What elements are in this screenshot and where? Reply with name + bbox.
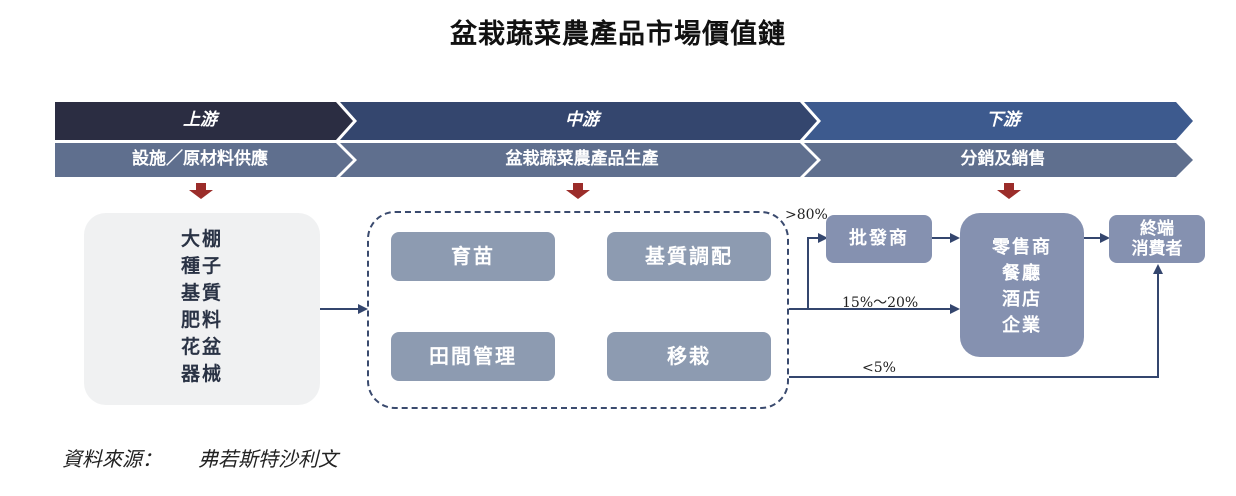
flow-arrow-direct-to-consumer — [789, 264, 1163, 378]
share-direct-label: <5% — [862, 360, 896, 376]
production-step: 育苗 — [391, 232, 555, 281]
upstream-sub-chevron — [55, 143, 353, 177]
upstream-chevron — [55, 102, 353, 140]
source-note: 資料來源： 弗若斯特沙利文 — [62, 443, 374, 472]
sub-label-upstream: 設施／原材料供應 — [132, 149, 268, 169]
consumer-label-line: 終端 — [1140, 219, 1174, 239]
upstream-item: 花盆 — [180, 336, 223, 358]
sub-label-downstream: 分銷及銷售 — [960, 149, 1046, 169]
flow-arrow-to-wholesaler — [807, 233, 828, 309]
consumer-label-line: 消費者 — [1131, 239, 1183, 259]
retail-item: 餐廳 — [1002, 263, 1042, 284]
production-step: 基質調配 — [607, 232, 771, 281]
upstream-item-list: 大棚 種子 基質 肥料 花盆 器械 — [84, 226, 320, 388]
down-arrow-icon — [997, 183, 1021, 199]
retail-item: 企業 — [1002, 315, 1042, 336]
upstream-item: 種子 — [180, 255, 223, 277]
share-retail-label: 15%～20% — [842, 295, 919, 311]
production-group — [367, 211, 789, 409]
production-step: 移栽 — [607, 332, 771, 381]
midstream-chevron — [340, 102, 817, 140]
consumer-box: 終端 消費者 — [1109, 215, 1205, 263]
page-title: 盆栽蔬菜農產品市場價值鏈 — [450, 19, 786, 50]
production-step: 田間管理 — [391, 332, 555, 381]
downstream-sub-chevron — [804, 143, 1193, 177]
source-label: 資料來源： — [62, 447, 162, 471]
retail-box: 零售商 餐廳 酒店 企業 — [960, 213, 1084, 357]
upstream-item: 大棚 — [180, 228, 223, 250]
midstream-sub-chevron — [340, 143, 817, 177]
down-arrow-icon — [189, 183, 213, 199]
source-value: 弗若斯特沙利文 — [198, 447, 338, 471]
sub-label-midstream: 盆栽蔬菜農產品生產 — [505, 149, 659, 169]
upstream-box — [84, 213, 320, 405]
stage-label-midstream: 中游 — [565, 110, 599, 130]
retail-item: 零售商 — [992, 237, 1052, 258]
down-arrow-icon — [566, 183, 590, 199]
wholesaler-box: 批發商 — [826, 215, 932, 263]
upstream-item: 肥料 — [180, 309, 223, 331]
upstream-item: 器械 — [180, 363, 223, 385]
share-wholesale-label: >80% — [785, 207, 828, 223]
stage-label-downstream: 下游 — [986, 110, 1020, 130]
downstream-chevron — [804, 102, 1193, 140]
retail-item: 酒店 — [1002, 289, 1042, 310]
upstream-item: 基質 — [180, 282, 223, 304]
stage-label-upstream: 上游 — [183, 110, 217, 130]
